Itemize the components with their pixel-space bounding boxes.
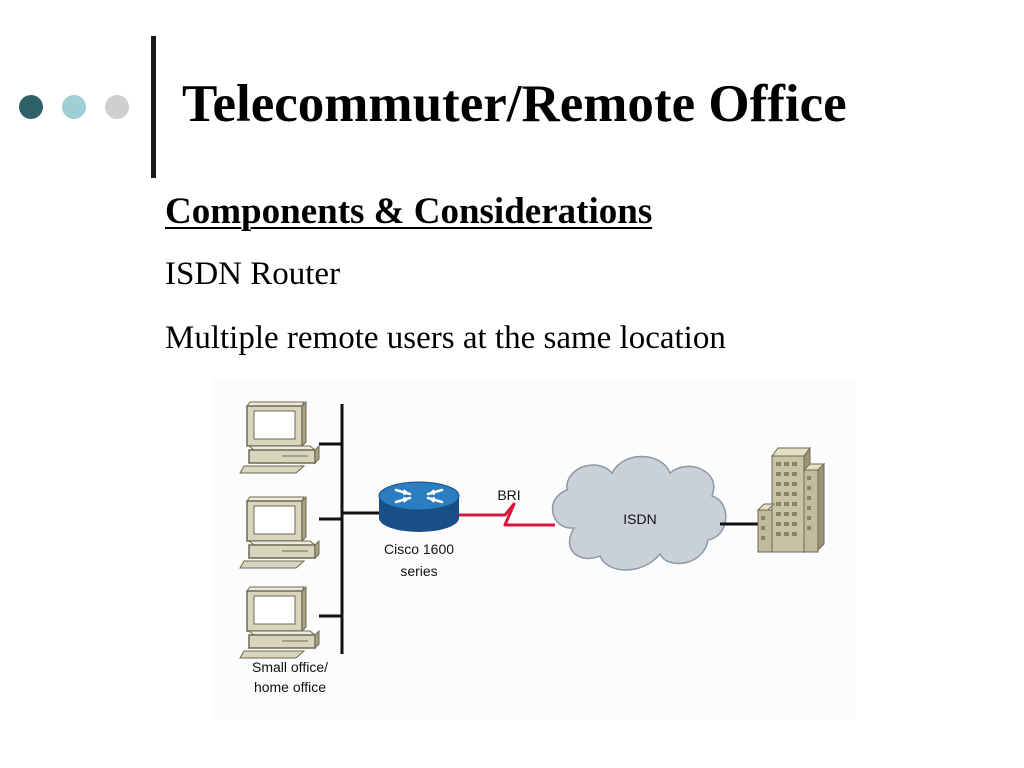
title-divider — [151, 36, 156, 178]
dot-gray — [105, 95, 129, 119]
decorative-dots — [19, 95, 129, 119]
office-label-line2: home office — [254, 679, 326, 695]
router-icon — [378, 481, 460, 532]
building-icon — [756, 446, 826, 554]
dot-light — [62, 95, 86, 119]
section-heading: Components & Considerations — [165, 191, 653, 232]
bri-link — [459, 502, 555, 527]
router-label-line1: Cisco 1600 — [384, 541, 454, 557]
bullet-item: Multiple remote users at the same locati… — [165, 320, 726, 356]
bri-label: BRI — [497, 487, 520, 503]
isdn-cloud-icon — [551, 455, 727, 571]
router-label-line2: series — [400, 563, 437, 579]
network-diagram: Cisco 1600 series BRI ISDN Sma — [212, 378, 856, 720]
office-label-line1: Small office/ — [252, 659, 328, 675]
bullet-item: ISDN Router — [165, 256, 341, 292]
dot-dark — [19, 95, 43, 119]
page-title: Telecommuter/Remote Office — [182, 75, 847, 133]
cloud-label: ISDN — [623, 511, 656, 527]
